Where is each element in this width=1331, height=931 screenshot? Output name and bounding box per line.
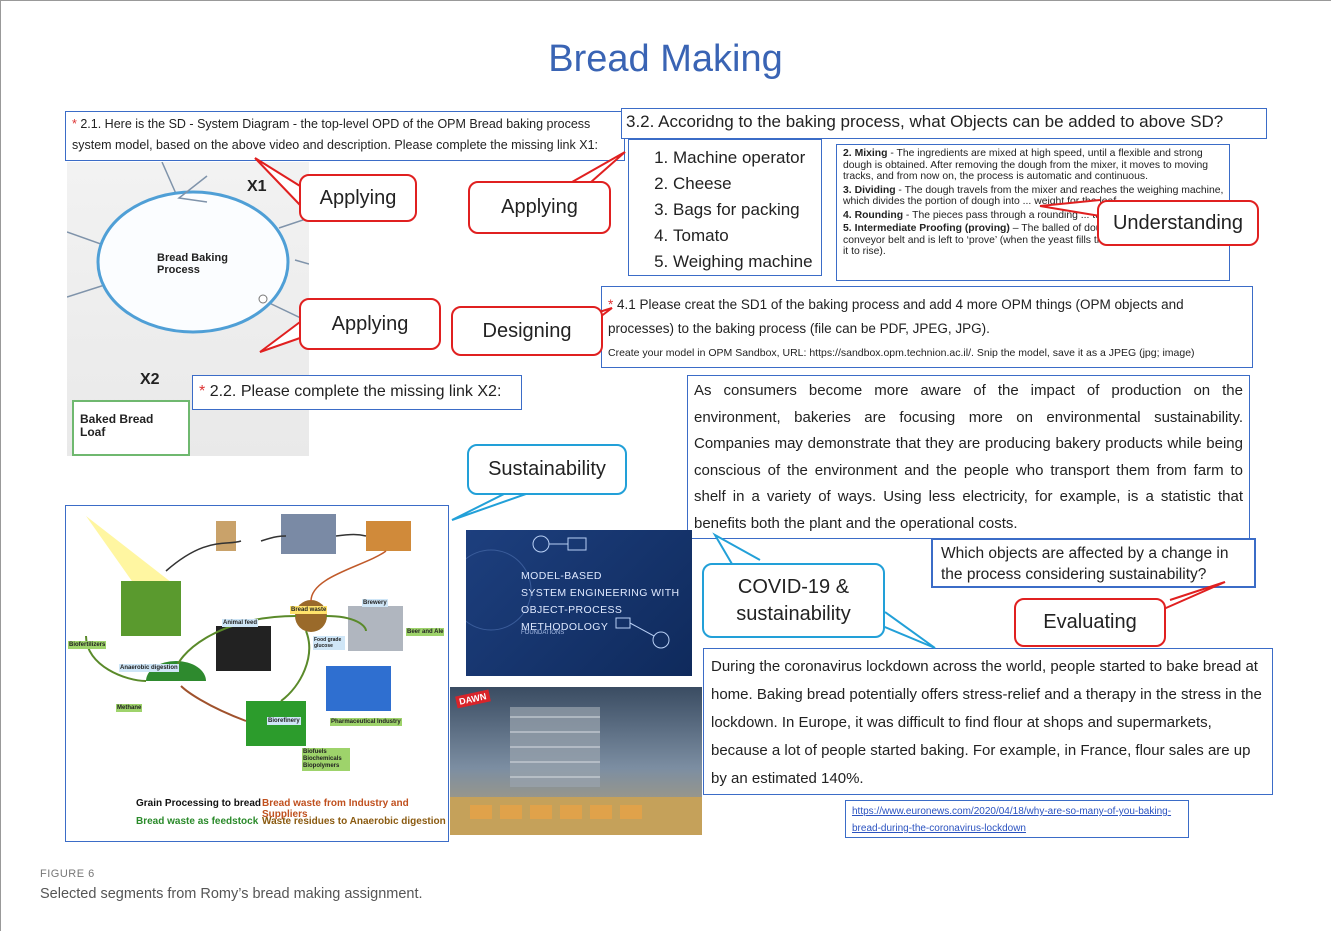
step-num: 2.	[843, 148, 852, 159]
callout-understanding: Understanding	[1097, 200, 1259, 246]
callout-sustainability: Sustainability	[467, 444, 627, 495]
question-3-2: 3.2. Accoridng to the baking process, wh…	[621, 108, 1267, 139]
list-item: Weighing machine	[673, 249, 815, 275]
label-beer: Beer and Ale	[406, 628, 445, 636]
callout-designing: Designing	[451, 306, 603, 356]
question-2-2-text: 2.2. Please complete the missing link X2…	[209, 383, 502, 400]
step-text: - The dough travels from the mixer and r…	[843, 184, 1224, 208]
step-text: - The ingredients are mixed at high spee…	[843, 148, 1209, 182]
object-label: Baked Bread Loaf	[80, 412, 154, 439]
legend-waste-industry: Bread waste from Industry and Suppliers	[262, 798, 409, 820]
question-4-1-instruction: Create your model in OPM Sandbox, URL: h…	[608, 347, 1195, 359]
sustainability-question: Which objects are affected by a change i…	[931, 538, 1256, 588]
question-4-1-text: 4.1 Please creat the SD1 of the baking p…	[608, 297, 1184, 336]
objects-list: Machine operator Cheese Bags for packing…	[628, 139, 822, 276]
process-ellipse	[96, 190, 290, 334]
label-methane: Methane	[116, 704, 143, 712]
list-item: 4. Rounding - The pieces pass through a …	[843, 210, 1225, 222]
figure-caption: Selected segments from Romy’s bread maki…	[40, 886, 423, 902]
covid-text: During the coronavirus lockdown across t…	[703, 648, 1273, 795]
label-pharma: Pharmaceutical Industry	[330, 718, 402, 726]
label-biofuels: Biofuels Biochemicals Biopolymers	[302, 748, 350, 771]
callout-covid-sustainability: COVID-19 & sustainability	[702, 563, 885, 638]
page-title: Bread Making	[548, 38, 783, 80]
label-brewery: Brewery	[362, 599, 388, 607]
book-title: MODEL-BASED SYSTEM ENGINEERING WITH OBJE…	[521, 568, 692, 636]
question-2-1-text: 2.1. Here is the SD - System Diagram - t…	[72, 117, 598, 152]
bakery-photo-svg	[450, 707, 702, 835]
book-diagram-svg	[466, 535, 670, 649]
legend-residues: Waste residues to Anaerobic digestion	[262, 816, 446, 827]
shop-icon	[366, 521, 411, 551]
process-label: Bread Baking Process	[157, 252, 228, 276]
label-food-grade: Food grade glucose	[313, 636, 345, 650]
list-item: Machine operator	[673, 145, 815, 171]
list-item: 2. Mixing - The ingredients are mixed at…	[843, 148, 1225, 183]
sustainability-text: As consumers become more aware of the im…	[687, 375, 1250, 539]
link-end-circle	[258, 294, 268, 304]
question-3-2-text: 3.2. Accoridng to the baking process, wh…	[626, 112, 1224, 131]
legend-grain: Grain Processing to bread	[136, 798, 262, 809]
required-marker: *	[608, 297, 614, 312]
required-marker: *	[72, 117, 77, 131]
bread-waste-cycle-figure: Bread waste Animal feed Brewery Beer and…	[65, 505, 449, 842]
required-marker: *	[199, 383, 206, 400]
label-biorefinery: Biorefinery	[267, 717, 301, 725]
callout-evaluating: Evaluating	[1014, 598, 1166, 647]
x2-label: X2	[140, 371, 160, 388]
animal-feed-icon	[216, 626, 271, 671]
grain-field-icon	[121, 581, 181, 636]
source-link[interactable]: https://www.euronews.com/2020/04/18/why-…	[845, 800, 1189, 838]
factory-icon	[281, 514, 336, 554]
book-line1: MODEL-BASED	[521, 570, 602, 582]
step-name: Dividing	[854, 184, 896, 196]
list-item: 3. Dividing - The dough travels from the…	[843, 185, 1225, 208]
step-num: 4.	[843, 209, 852, 221]
question-2-1: * 2.1. Here is the SD - System Diagram -…	[65, 111, 625, 161]
callout-applying-2: Applying	[468, 181, 611, 234]
step-name: Mixing	[854, 148, 888, 159]
x1-label: X1	[247, 178, 267, 195]
list-item: Cheese	[673, 171, 815, 197]
label-animal-feed: Animal feed	[222, 619, 259, 627]
pharma-icon	[326, 666, 391, 711]
step-text: - The pieces pass through a rounding ...…	[903, 209, 1213, 221]
list-item: Tomato	[673, 223, 815, 249]
step-name: Intermediate Proofing (proving)	[854, 223, 1010, 234]
label-biofertilizers: Biofertilizers	[68, 641, 107, 649]
book-line2: SYSTEM ENGINEERING WITH	[521, 587, 680, 599]
label-bread-waste: Bread waste	[290, 606, 328, 614]
brewery-icon	[348, 606, 403, 651]
list-item: Bags for packing	[673, 197, 815, 223]
object-baked-bread-loaf: Baked Bread Loaf	[72, 400, 190, 456]
book-line3: OBJECT-PROCESS METHODOLOGY	[521, 604, 623, 633]
legend-waste-feedstock: Bread waste as feedstock	[136, 816, 259, 827]
step-num: 5.	[843, 223, 852, 234]
question-2-2: * 2.2. Please complete the missing link …	[192, 375, 522, 410]
book-cover-image: MODEL-BASED SYSTEM ENGINEERING WITH OBJE…	[466, 530, 692, 676]
bakery-photo: DAWN	[450, 687, 702, 835]
step-num: 3.	[843, 184, 852, 196]
figure-label: FIGURE 6	[40, 868, 95, 880]
callout-applying-1: Applying	[299, 174, 417, 222]
question-4-1: * 4.1 Please creat the SD1 of the baking…	[601, 286, 1253, 368]
book-subtitle: FOUNDATIONS	[521, 630, 565, 636]
step-name: Rounding	[854, 209, 904, 221]
label-anaerobic: Anaerobic digestion	[119, 664, 179, 672]
callout-applying-3: Applying	[299, 298, 441, 350]
cycle-diagram-svg	[85, 514, 411, 746]
